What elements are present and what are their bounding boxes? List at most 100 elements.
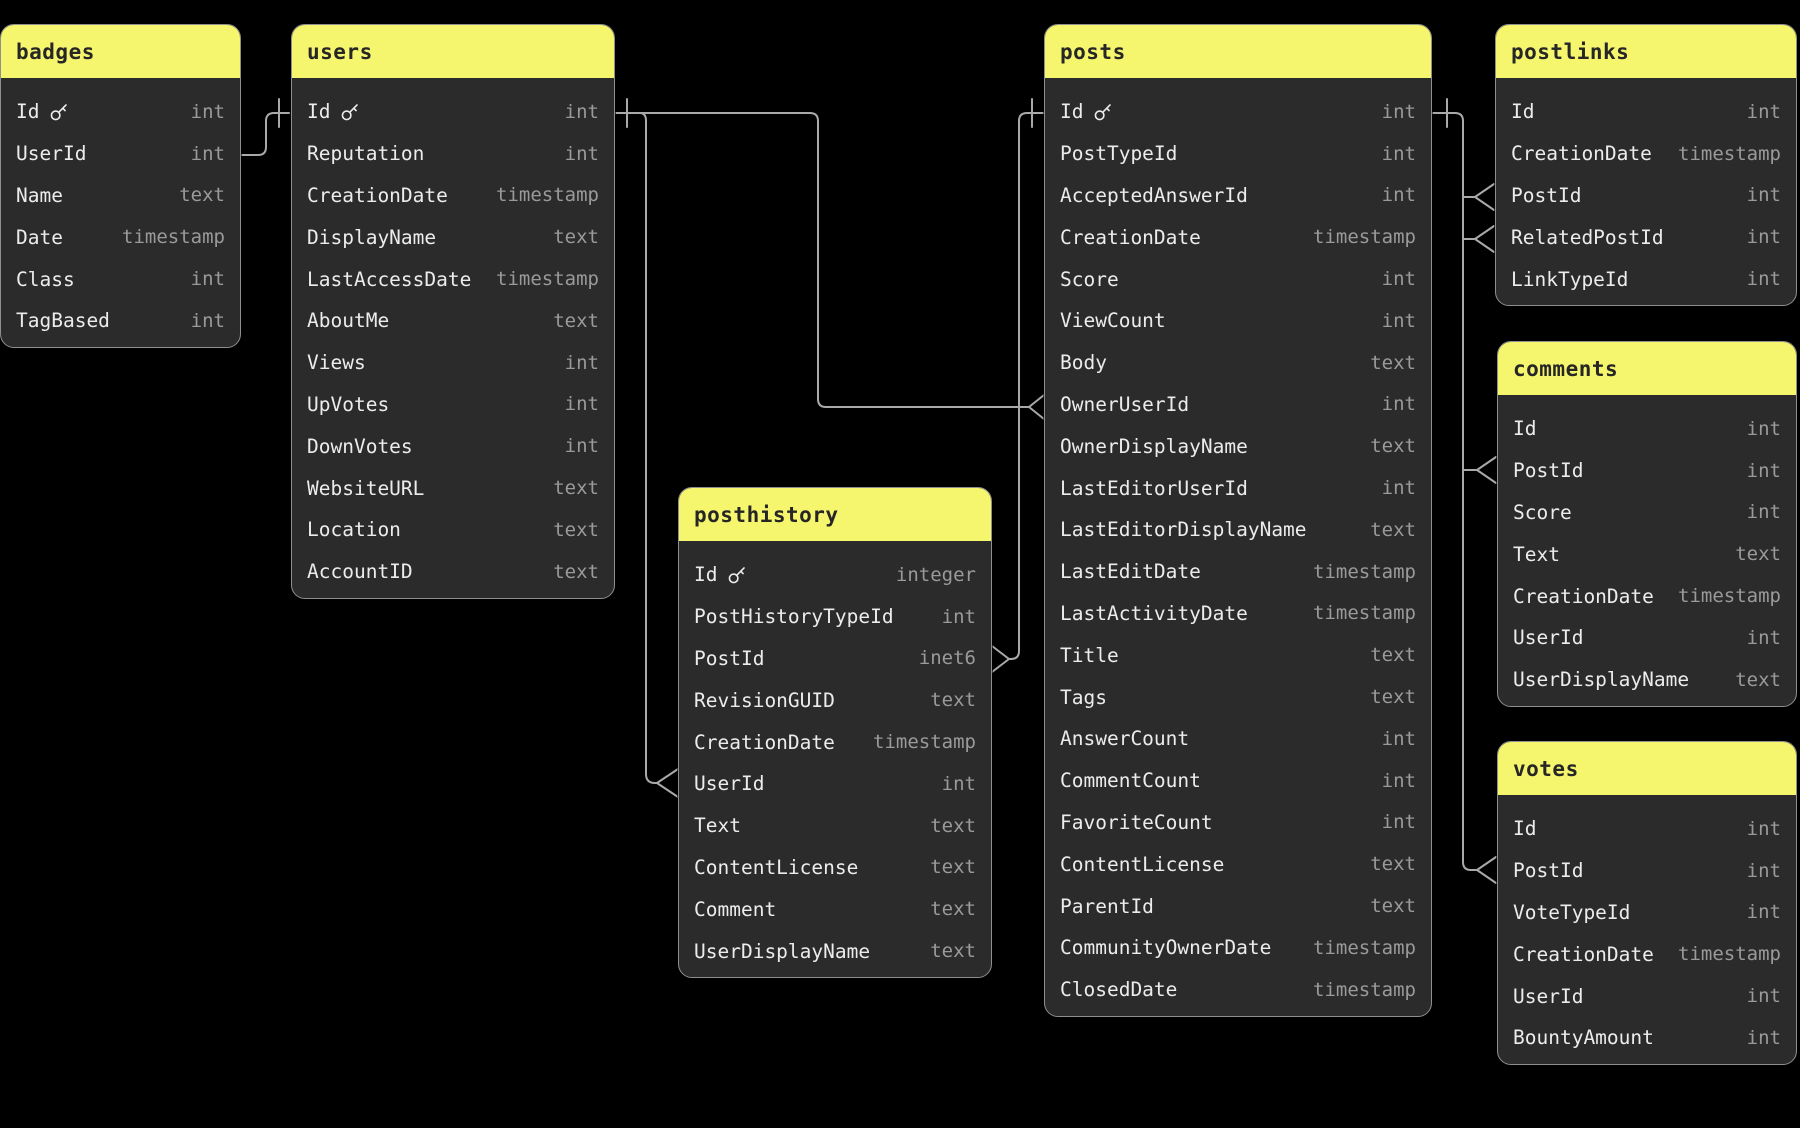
table-header-comments[interactable]: comments (1498, 342, 1796, 395)
field-name: OwnerDisplayName (1060, 434, 1248, 458)
field-name: BountyAmount (1513, 1026, 1654, 1050)
table-header-badges[interactable]: badges (1, 25, 240, 78)
relationship-users-id-to-posts-owneruserid (615, 112, 1045, 420)
field-name-wrap: AboutMe (307, 309, 389, 332)
field-name-wrap: LastEditDate (1060, 560, 1201, 583)
primary-key-icon (339, 100, 362, 123)
table-header-posts[interactable]: posts (1045, 25, 1431, 78)
field-row-Id[interactable]: Id int (292, 91, 614, 133)
field-type: int (564, 100, 599, 123)
field-name-wrap: LastEditorUserId (1060, 477, 1248, 500)
field-row-BountyAmount[interactable]: BountyAmount int (1498, 1017, 1796, 1059)
table-header-postlinks[interactable]: postlinks (1496, 25, 1796, 78)
field-name-wrap: CreationDate (1060, 226, 1201, 249)
field-row-Id[interactable]: Id int (1, 91, 240, 133)
field-row-Id[interactable]: Id integer (679, 554, 991, 596)
field-name-wrap: Title (1060, 644, 1119, 667)
table-header-posthistory[interactable]: posthistory (679, 488, 991, 541)
field-name-wrap: ViewCount (1060, 309, 1166, 332)
field-type: timestamp (1313, 978, 1416, 1001)
table-header-votes[interactable]: votes (1498, 742, 1796, 795)
field-type: int (1746, 1026, 1781, 1049)
field-name: ParentId (1060, 894, 1154, 918)
field-type: int (564, 142, 599, 165)
table-header-users[interactable]: users (292, 25, 614, 78)
field-row-Id[interactable]: Id int (1045, 91, 1431, 133)
table-title: posts (1060, 39, 1126, 64)
field-name: ViewCount (1060, 309, 1166, 333)
